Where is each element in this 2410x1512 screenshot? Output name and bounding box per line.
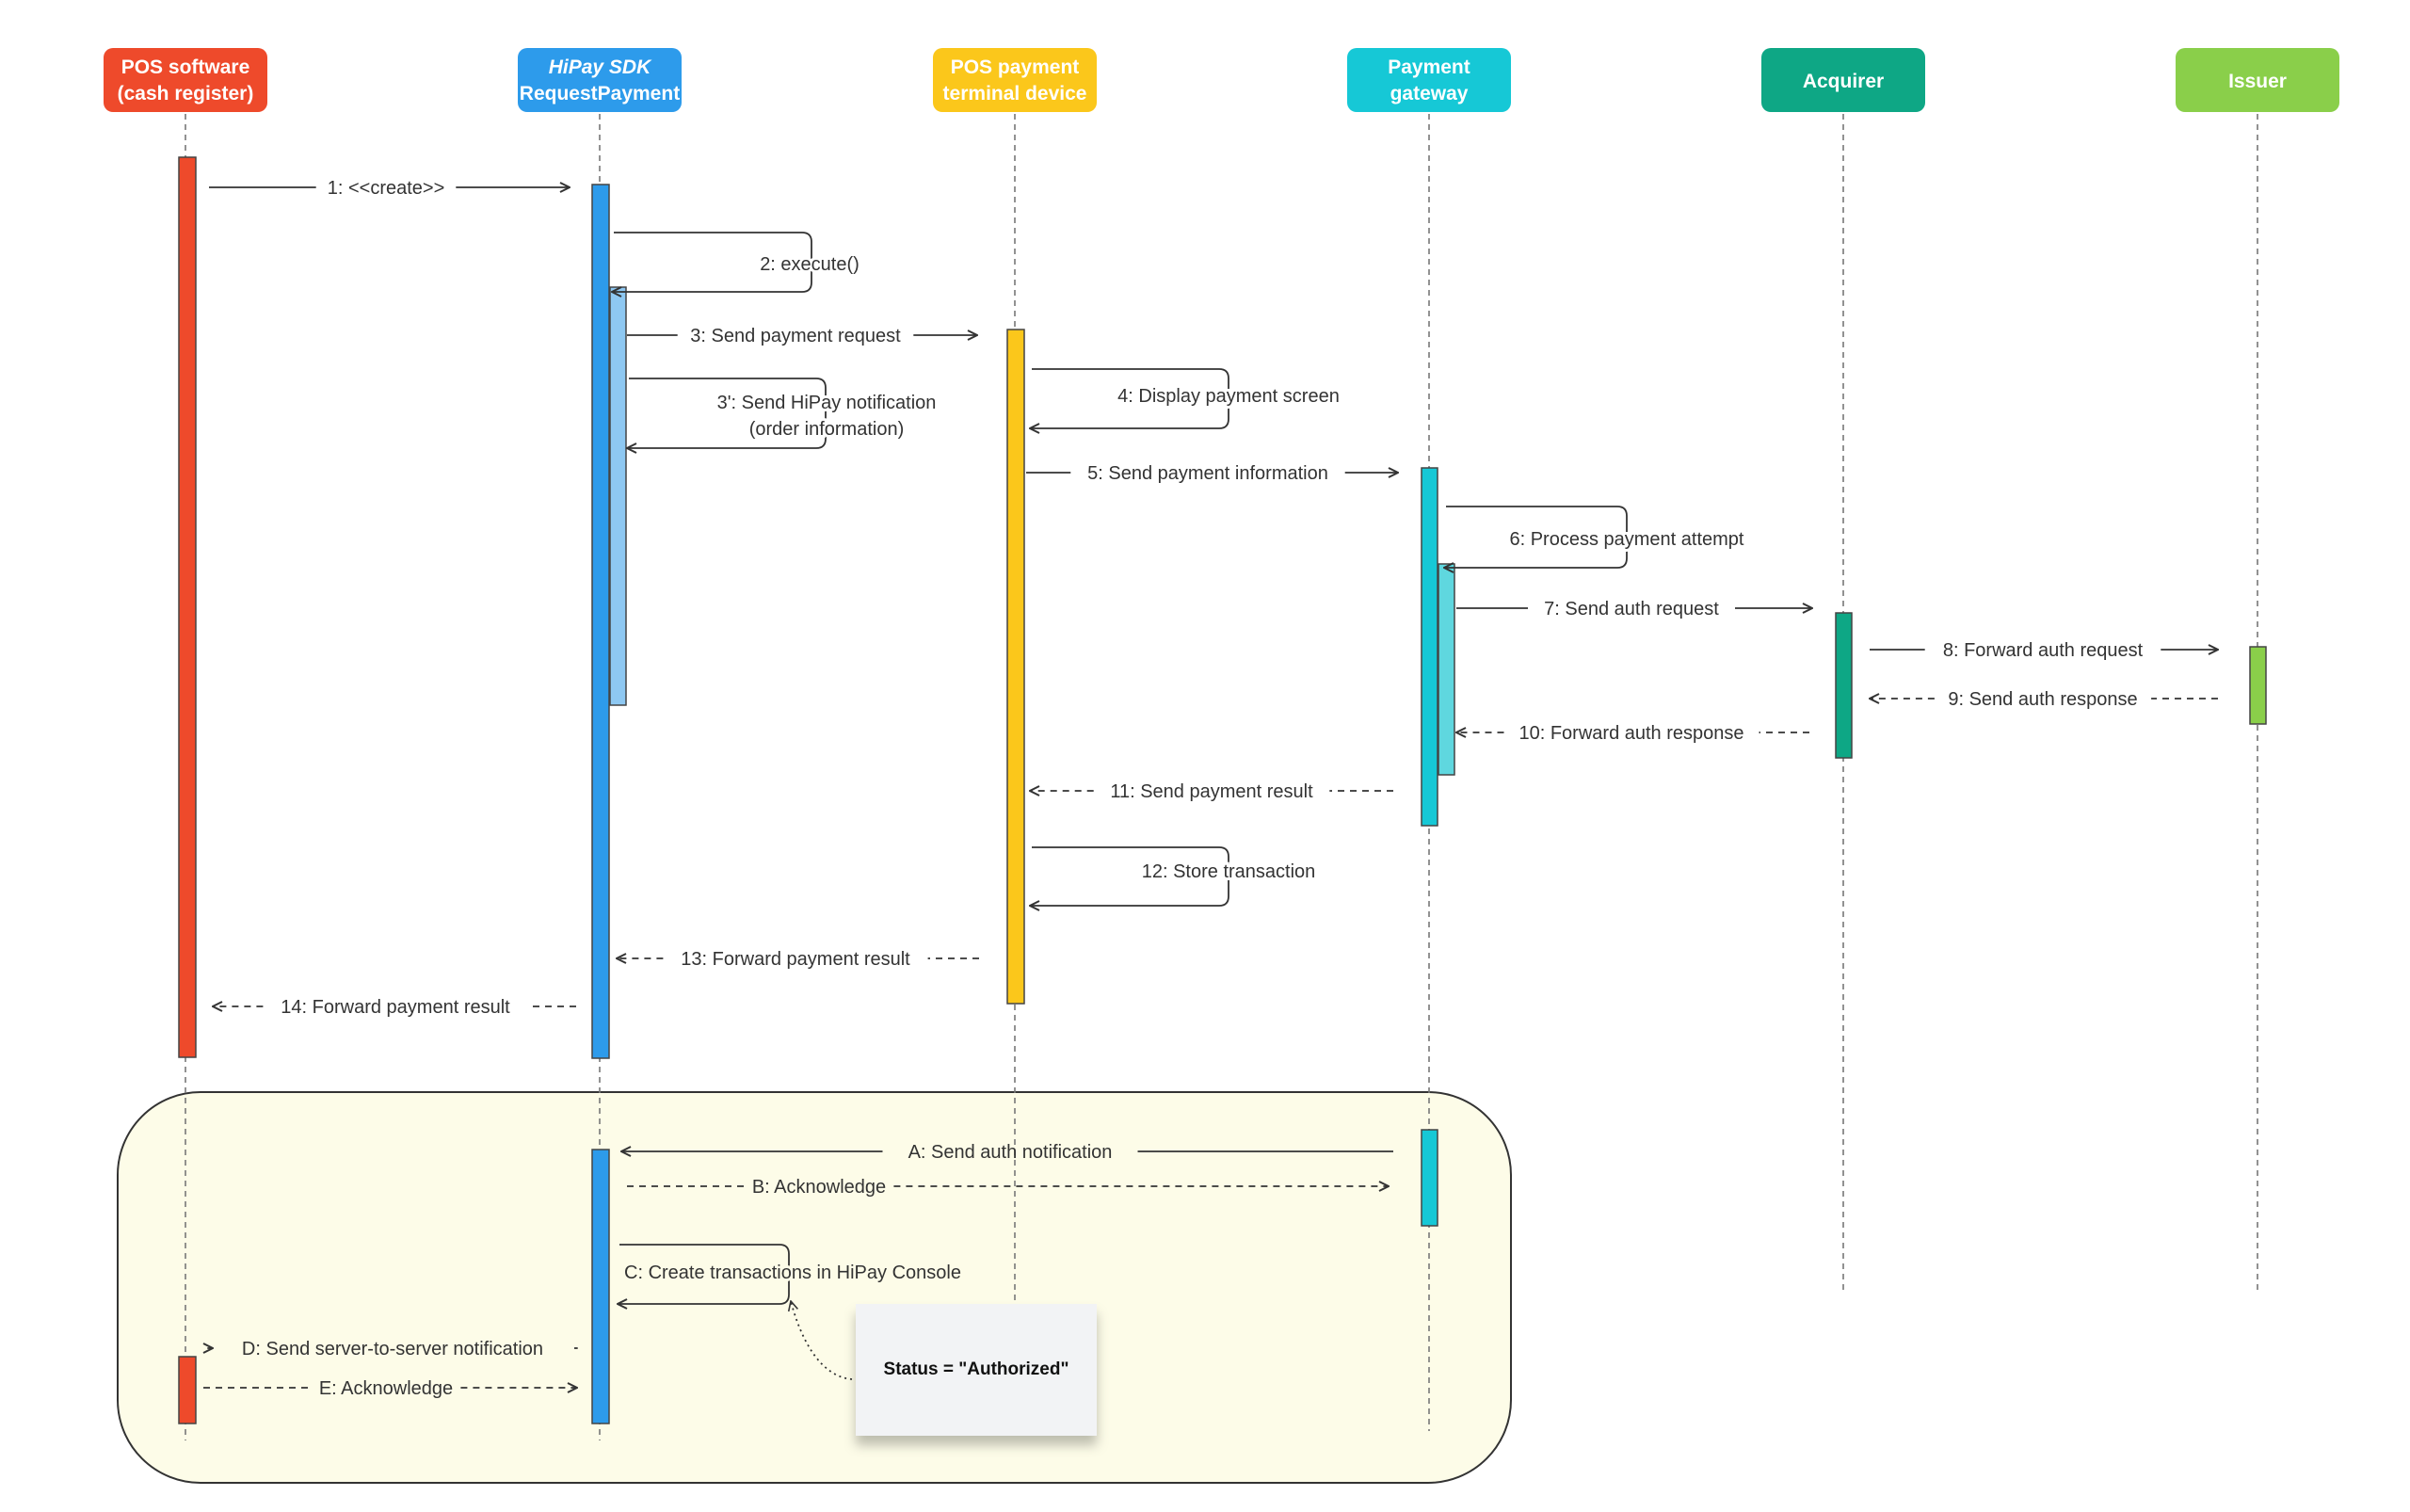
activation-bar-acq [1835,612,1853,759]
actor-box [933,48,1097,112]
sticky-note [856,1304,1097,1436]
message-label: 12: Store transaction [1142,861,1316,882]
actor-label: POS software [121,56,250,78]
message-m12: 12: Store transaction [1030,846,1318,906]
message-label: 1: <<create>> [328,178,445,199]
message-label: 4: Display payment screen [1117,386,1340,407]
message-label: B: Acknowledge [752,1177,886,1198]
actor-label: Issuer [2228,71,2287,92]
self-message-arrow [1030,368,1229,428]
actor-pos: POS software (cash register) [104,48,267,112]
message-label: 8: Forward auth request [1943,640,2144,661]
message-m6: 6: Process payment attempt [1444,506,1747,568]
actor-box [2176,48,2339,112]
activation-bar-sdk [591,1149,610,1424]
message-mA: A: Send auth notification [621,1142,1393,1163]
message-label: A: Send auth notification [908,1142,1113,1163]
activation-bar-gw [1438,563,1455,776]
activation-bar-sdk [591,184,610,1059]
actor-gw: Payment gateway [1347,48,1511,112]
message-label: 5: Send payment information [1087,463,1328,484]
self-message-arrow [618,1244,790,1304]
actor-label: Acquirer [1803,71,1884,92]
message-label: 3: Send payment request [690,326,901,346]
message-m14: 14: Forward payment result [213,997,576,1018]
actor-label: Payment [1388,56,1470,78]
message-m10: 10: Forward auth response [1456,723,1809,744]
async-notification-frame [117,1091,1512,1484]
message-m11: 11: Send payment result [1030,781,1393,802]
message-label: D: Send server-to-server notification [242,1339,543,1359]
self-message-arrow [612,232,812,292]
message-m13: 13: Forward payment result [617,949,979,970]
note-text: Status = "Authorized" [884,1359,1069,1379]
message-m7: 7: Send auth request [1456,599,1812,619]
activation-bar-pos [178,1356,197,1424]
message-m3: 3: Send payment request [627,326,977,346]
message-label: 3': Send HiPay notification [717,393,937,413]
message-label: 11: Send payment result [1110,781,1313,802]
actor-box [1347,48,1511,112]
message-label: 14: Forward payment result [281,997,510,1018]
actor-acq: Acquirer [1761,48,1925,112]
message-label: (order information) [749,419,905,440]
message-m8: 8: Forward auth request [1870,640,2218,661]
message-mC: C: Create transactions in HiPay Console [618,1244,964,1304]
message-label: 7: Send auth request [1544,599,1719,619]
self-message-arrow [1444,506,1628,568]
activation-bar-gw [1421,1129,1438,1227]
actor-box [518,48,682,112]
message-mD: D: Send server-to-server notification [207,1339,578,1359]
message-label: 13: Forward payment result [681,949,910,970]
message-label: 10: Forward auth response [1518,723,1743,744]
message-m9: 9: Send auth response [1870,689,2218,710]
message-m2: 2: execute() [612,232,862,292]
actor-label: POS payment [951,56,1080,78]
message-mB: B: Acknowledge [627,1177,1389,1198]
message-label: E: Acknowledge [319,1378,453,1399]
actor-box [104,48,267,112]
message-label: 2: execute() [760,254,860,275]
actor-sdk: HiPay SDK RequestPayment [518,48,682,112]
actor-label: HiPay SDK [549,56,652,78]
actor-box [1761,48,1925,112]
actor-label: terminal device [943,83,1087,105]
actor-label: gateway [1390,83,1469,105]
message-m1: 1: <<create>> [209,178,570,199]
activation-bar-gw [1421,467,1438,827]
message-m4: 4: Display payment screen [1030,368,1342,428]
actor-label: RequestPayment [520,83,680,105]
message-m3b: 3': Send HiPay notification (order inform… [627,378,939,448]
message-mE: E: Acknowledge [203,1378,577,1399]
message-label: 6: Process payment attempt [1509,529,1743,550]
message-m5: 5: Send payment information [1026,463,1398,484]
message-label: 9: Send auth response [1948,689,2137,710]
message-label: C: Create transactions in HiPay Console [624,1263,961,1283]
activation-bar-pos [178,156,197,1058]
actor-label: (cash register) [118,83,254,105]
self-message-arrow [627,378,827,448]
actor-term: POS payment terminal device [933,48,1097,112]
status-note: Status = "Authorized" [791,1301,1097,1436]
activation-bar-sdk [609,286,627,706]
activation-bar-term [1006,329,1025,1005]
actor-iss: Issuer [2176,48,2339,112]
activation-bar-iss [2249,646,2267,725]
self-message-arrow [1030,846,1229,906]
